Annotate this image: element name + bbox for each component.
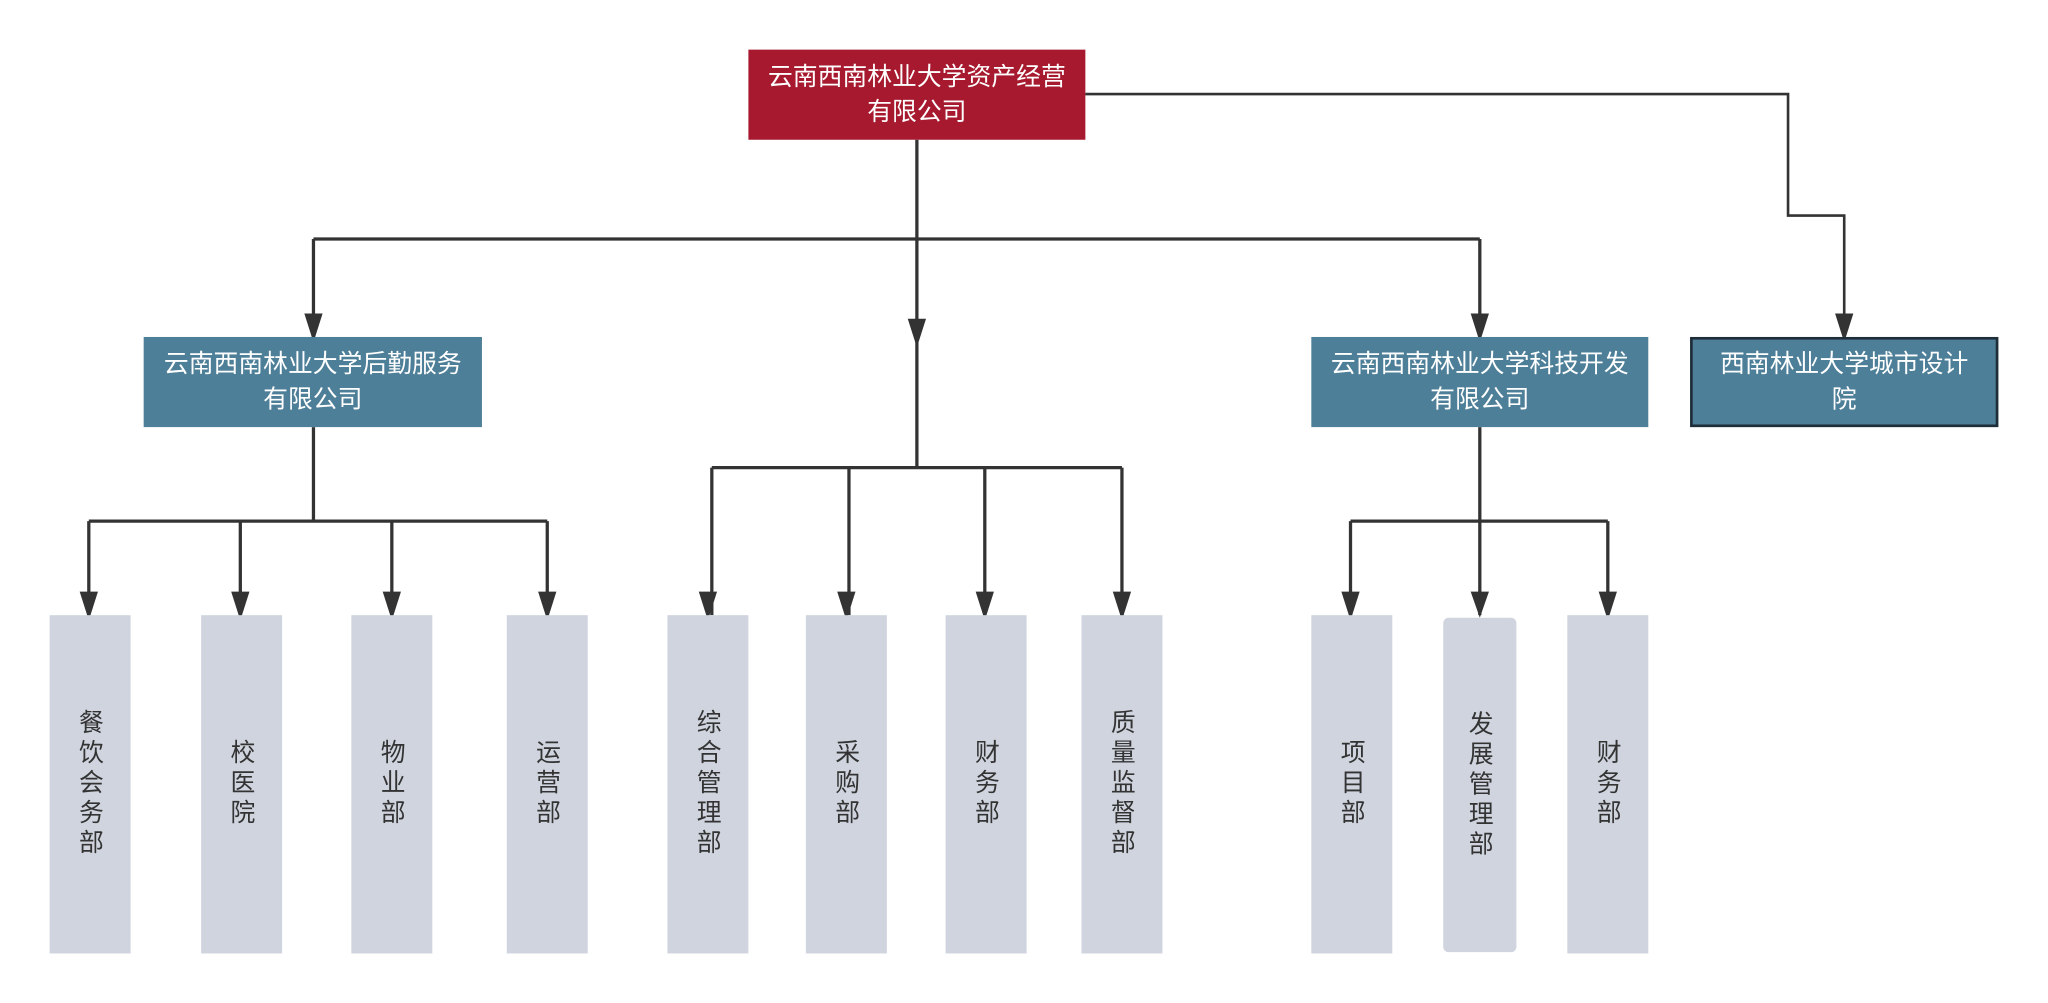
dept-label: 财务部: [971, 739, 1000, 830]
dept-label: 采购部: [831, 739, 861, 830]
arrow-icon: [975, 591, 994, 621]
dept-node: 项目部: [1311, 615, 1393, 954]
arrow-icon: [1470, 313, 1489, 343]
dept-node: 物业部: [351, 615, 433, 954]
company-node-keji: 云南西南林业大学科技开发有限公司: [1311, 336, 1649, 428]
arrow-icon: [538, 591, 557, 621]
arrow-icon: [1470, 591, 1489, 618]
dept-label: 餐饮会务部: [75, 709, 104, 860]
dept-node: 财务部: [945, 615, 1027, 954]
dept-node: 财务部: [1567, 615, 1649, 954]
arrow-icon: [1598, 591, 1617, 621]
arrow-icon: [1112, 591, 1132, 621]
arrow-icon: [1341, 591, 1360, 621]
arrow-icon: [837, 591, 856, 621]
root-node: 云南西南林业大学资产经营有限公司: [748, 49, 1086, 140]
arrow-icon: [698, 591, 718, 621]
dept-label: 综合管理部: [692, 709, 722, 860]
connector-keji-bar: [1348, 427, 1610, 616]
company-node-label: 云南西南林业大学后勤服务有限公司: [163, 349, 462, 414]
company-node-design-institute: 西南林业大学城市设计院: [1690, 336, 1999, 428]
dept-node: 采购部: [805, 615, 887, 954]
connector-design: [1085, 92, 1846, 337]
dept-label: 项目部: [1336, 739, 1366, 830]
dept-node: 餐饮会务部: [49, 615, 131, 954]
dept-label: 质量监督部: [1106, 709, 1136, 860]
dept-label: 发展管理部: [1464, 709, 1494, 861]
dept-label: 物业部: [376, 739, 406, 830]
company-node-label: 云南西南林业大学科技开发有限公司: [1330, 349, 1629, 414]
dept-node: 运营部: [506, 615, 588, 954]
arrow-icon: [382, 591, 401, 621]
dept-node: 发展管理部: [1443, 617, 1517, 953]
dept-label: 运营部: [532, 739, 561, 830]
dept-node: 综合管理部: [667, 615, 749, 954]
company-node-houqin: 云南西南林业大学后勤服务有限公司: [143, 336, 482, 428]
arrow-icon: [79, 591, 98, 621]
root-node-label: 云南西南林业大学资产经营有限公司: [767, 62, 1066, 127]
arrowheads: [79, 313, 1854, 621]
dept-node: 校医院: [201, 615, 283, 954]
arrow-icon: [907, 318, 927, 348]
connector-center-bar: [710, 465, 1124, 616]
company-node-label: 西南林业大学城市设计院: [1720, 349, 1969, 414]
arrow-icon: [1835, 313, 1854, 343]
dept-label: 校医院: [226, 739, 256, 830]
arrow-icon: [231, 591, 250, 621]
arrow-icon: [304, 313, 323, 343]
connector-houqin-bar: [87, 427, 549, 616]
dept-label: 财务部: [1592, 739, 1622, 830]
dept-node: 质量监督部: [1081, 615, 1163, 954]
